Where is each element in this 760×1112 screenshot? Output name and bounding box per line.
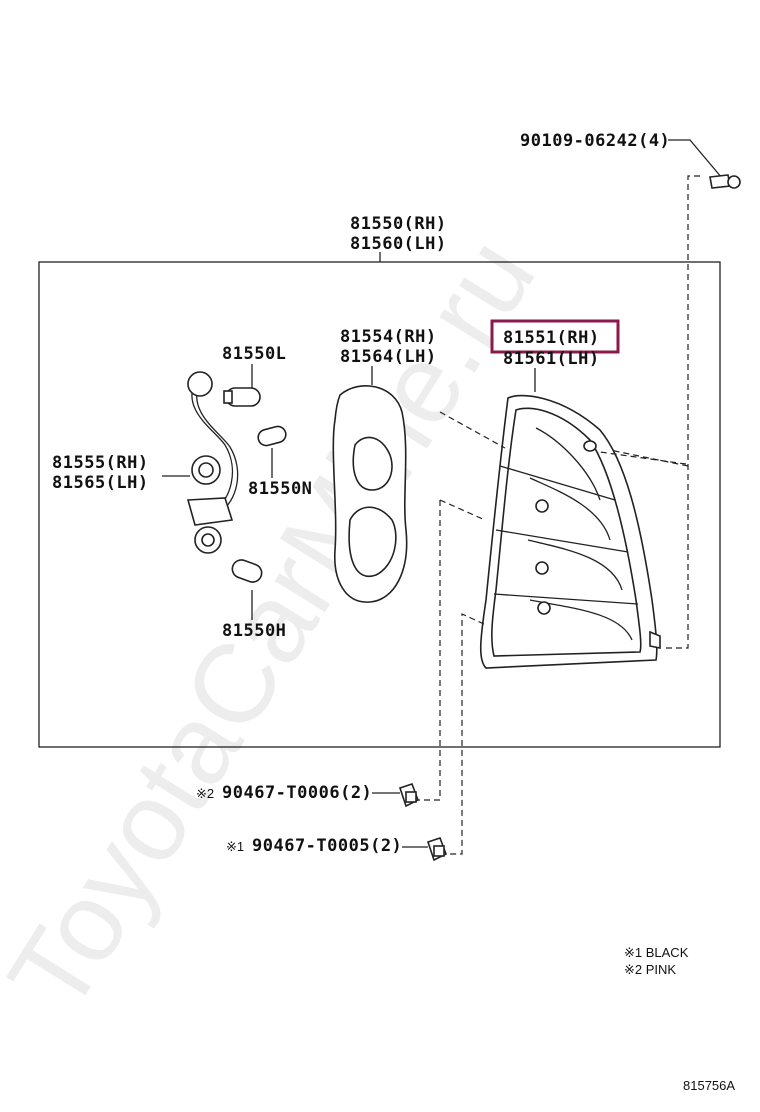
bulb-l-label[interactable]: 81550L	[222, 344, 286, 364]
bulb-n-label[interactable]: 81550N	[248, 479, 312, 499]
socket-rh-label[interactable]: 81555(RH)	[52, 453, 149, 473]
bulb-n-icon[interactable]	[256, 425, 287, 448]
highlight-box	[490, 319, 620, 354]
clip-pink-mark: ※2	[196, 786, 214, 801]
lens-lh-label[interactable]: 81561(LH)	[503, 349, 600, 369]
clip-pink-label[interactable]: 90467-T0006(2)	[222, 783, 372, 803]
assembly-lh-label[interactable]: 81560(LH)	[350, 234, 447, 254]
lens-dashed-right	[599, 451, 687, 465]
assembly-rh-label[interactable]: 81550(RH)	[350, 214, 447, 234]
lens-housing-icon[interactable]	[479, 394, 661, 669]
screw-leader	[668, 139, 723, 179]
clip-black-icon[interactable]	[426, 836, 448, 862]
screw-label[interactable]: 90109-06242(4)	[520, 131, 670, 151]
legend-pink: ※2 PINK	[624, 962, 676, 977]
clip-pink-dashed	[418, 500, 441, 801]
legend-black: ※1 BLACK	[624, 945, 689, 960]
bulb-h-label[interactable]: 81550H	[222, 621, 286, 641]
lens-dashed-top	[439, 411, 506, 449]
bulb-l-icon[interactable]	[223, 387, 261, 407]
clip-pink-icon[interactable]	[398, 782, 420, 808]
screw-dashed-path	[662, 175, 700, 649]
socket-harness-icon[interactable]	[186, 371, 239, 554]
lens-rh-label[interactable]: 81551(RH)	[503, 328, 600, 348]
gasket-rh-label[interactable]: 81554(RH)	[340, 327, 437, 347]
bulb-h-icon[interactable]	[230, 557, 264, 584]
socket-lh-label[interactable]: 81565(LH)	[52, 473, 149, 493]
clip-dashed-joint	[439, 499, 486, 521]
clip-black-mark: ※1	[226, 839, 244, 854]
clip-black-label[interactable]: 90467-T0005(2)	[252, 836, 402, 856]
screw-dashed-path-2	[599, 447, 689, 467]
clip-black-dashed	[446, 613, 485, 855]
diagram-id: 815756A	[683, 1078, 735, 1093]
screw-icon[interactable]	[709, 174, 741, 189]
gasket-lh-label[interactable]: 81564(LH)	[340, 347, 437, 367]
gasket-icon[interactable]	[332, 385, 408, 603]
